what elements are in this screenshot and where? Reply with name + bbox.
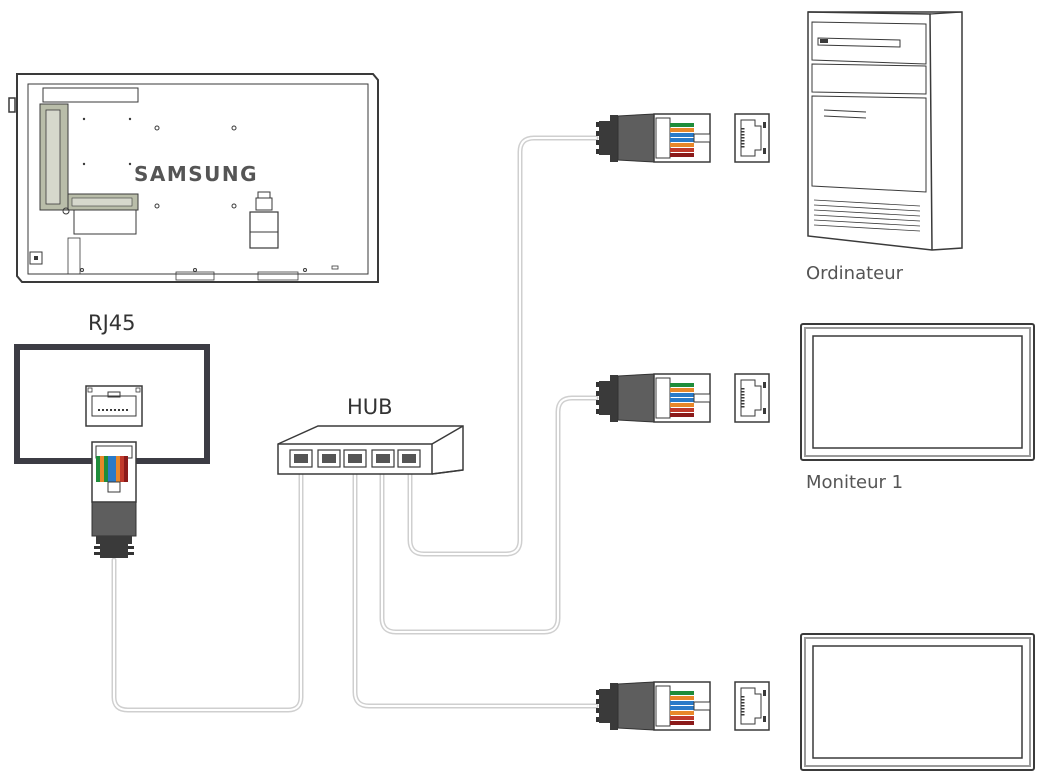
- plug-to-computer: [595, 113, 711, 163]
- plug-to-monitor1: [595, 373, 711, 423]
- jack-computer: [733, 112, 771, 164]
- monitor-2: [800, 633, 1035, 771]
- cable-hub-to-computer: [407, 135, 599, 557]
- display-rear-panel: SAMSUNG: [8, 73, 379, 283]
- jack-monitor2: [733, 680, 771, 732]
- hub-ports: [289, 449, 421, 468]
- network-hub: [277, 425, 464, 475]
- brand-logo: SAMSUNG: [134, 162, 258, 186]
- monitor-1: [800, 323, 1035, 461]
- plug-to-monitor2: [595, 681, 711, 731]
- monitor1-label: Moniteur 1: [806, 472, 904, 493]
- jack-monitor1: [733, 372, 771, 424]
- computer-tower: [807, 11, 963, 251]
- cable-display-to-hub: [111, 467, 304, 713]
- hub-label: HUB: [347, 395, 393, 419]
- rj45-plug: [91, 441, 137, 558]
- rj45-label: RJ45: [88, 311, 136, 335]
- computer-label: Ordinateur: [806, 263, 904, 284]
